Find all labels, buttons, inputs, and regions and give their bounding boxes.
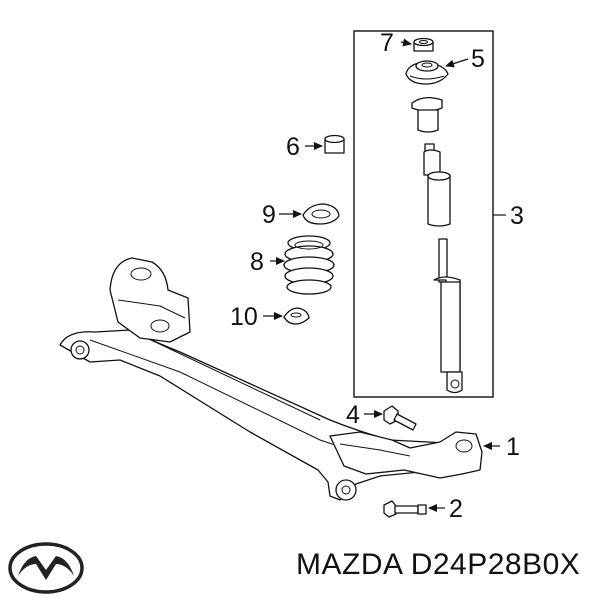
callout-5: 5	[471, 45, 485, 73]
nut-part-7	[413, 37, 434, 52]
bump-stop	[411, 96, 443, 133]
upper-mount-part-5	[405, 60, 449, 85]
mazda-logo-icon	[8, 542, 84, 594]
callout-3: 3	[510, 202, 524, 230]
part-number: D24P28B0X	[410, 548, 581, 581]
bushing-part-6	[324, 134, 345, 154]
callout-1: 1	[506, 433, 520, 461]
shock-absorber-part-3	[423, 143, 463, 394]
callout-2: 2	[449, 495, 463, 523]
bolt-part-4	[383, 405, 417, 431]
coil-spring-part-8	[283, 235, 335, 295]
leader-line-7	[400, 38, 412, 47]
spring-seat-part-9	[302, 203, 340, 225]
callout-9: 9	[262, 201, 276, 229]
brand-name: MAZDA	[296, 548, 402, 581]
callout-6: 6	[286, 133, 300, 161]
leader-line-5	[445, 58, 469, 68]
callout-4: 4	[346, 401, 360, 429]
callout-10: 10	[230, 303, 258, 331]
footer-part-label: MAZDA D24P28B0X	[296, 548, 596, 588]
bolt-part-2	[383, 500, 427, 518]
callout-8: 8	[250, 248, 264, 276]
rear-axle-beam-part-1	[59, 257, 483, 501]
shock-assembly-frame	[353, 30, 494, 398]
callout-7: 7	[380, 29, 394, 57]
lower-seat-part-10	[283, 307, 310, 325]
